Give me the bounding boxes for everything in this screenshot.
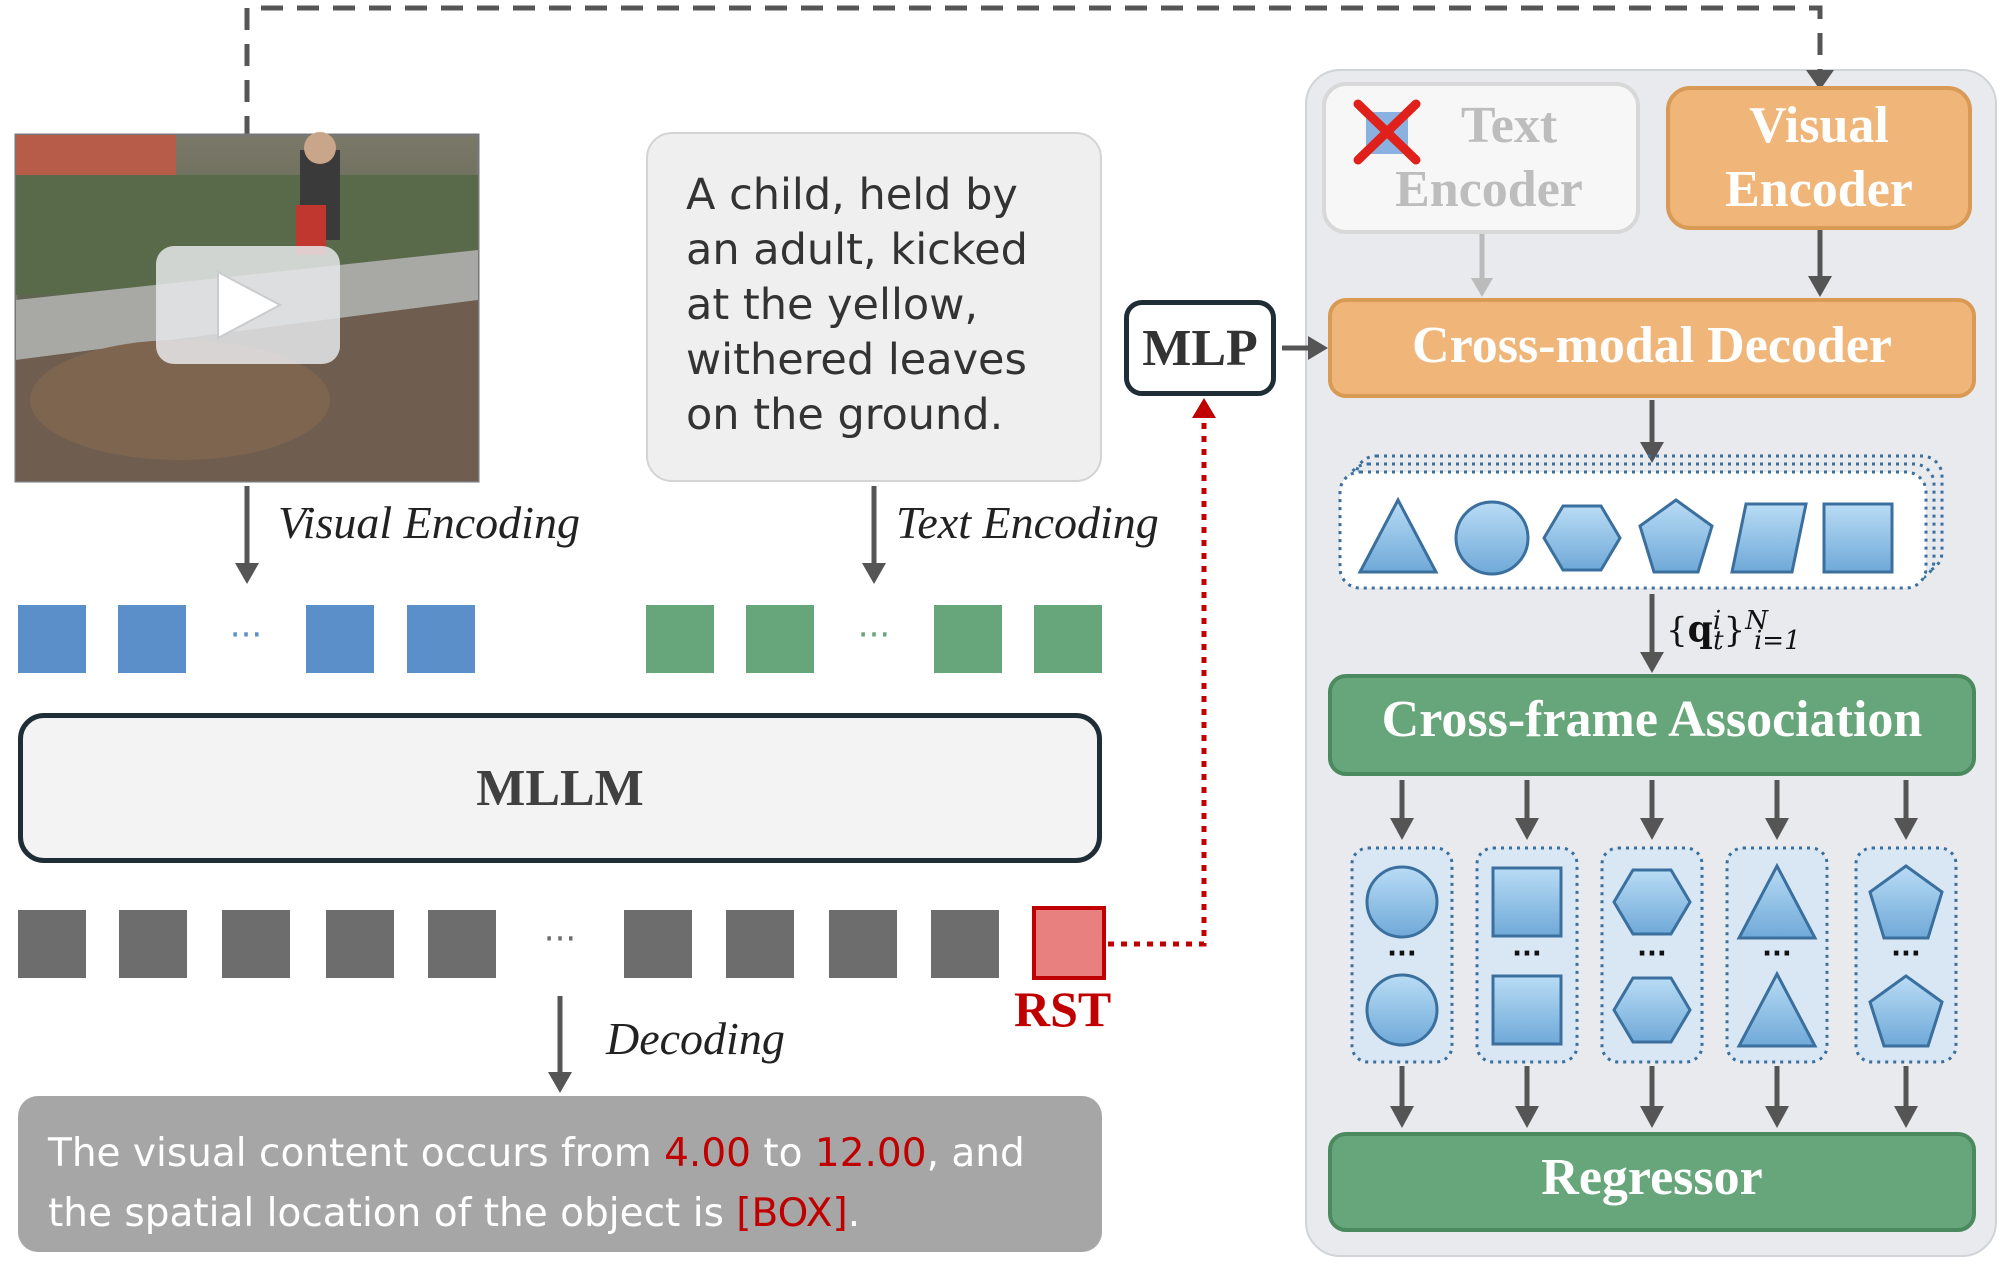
text-encoder-to-decoder-arrowhead <box>1471 278 1493 297</box>
cross-frame-association-block <box>1328 674 1976 776</box>
decoding-label: Decoding <box>606 1013 785 1064</box>
caption-line: at the yellow, <box>686 280 979 330</box>
regressor-label: Regressor <box>1541 1149 1763 1206</box>
visual-token <box>306 605 374 673</box>
output-token <box>326 910 394 978</box>
box-token: [BOX] <box>736 1191 848 1236</box>
circle-query-icon <box>1454 500 1530 576</box>
pentagon-query-icon <box>1638 498 1714 574</box>
start-time: 4.00 <box>664 1131 751 1176</box>
hexagon-query-icon <box>1542 504 1622 572</box>
visual-token <box>18 605 86 673</box>
text-token-ellipsis: ··· <box>858 615 890 655</box>
output-token <box>726 910 794 978</box>
track-column <box>1725 846 1829 1064</box>
visual-encoder-block <box>1666 86 1972 230</box>
object-queries <box>1338 454 1944 590</box>
mlp-block: MLP <box>1124 300 1276 396</box>
text-token <box>646 605 714 673</box>
track-columns: ··· ··· ··· ··· ··· <box>1350 846 1958 1064</box>
caption-line: A child, held by <box>686 170 1018 220</box>
rst-label: RST <box>1014 981 1112 1037</box>
video-to-visual-encoder-connector <box>244 5 1823 138</box>
output-token <box>428 910 496 978</box>
query-set-label: {qit}Ni=1 <box>1666 606 1801 657</box>
cross-modal-decoder-label: Cross-modal Decoder <box>1412 317 1892 374</box>
mllm-block: MLLM <box>18 713 1102 863</box>
output-token-ellipsis: ··· <box>544 919 576 959</box>
output-line-1: The visual content occurs from 4.00 to 1… <box>48 1131 1025 1176</box>
svg-text:···: ··· <box>1891 939 1921 969</box>
tracks-to-regressor-arrows <box>1390 1066 1918 1128</box>
association-to-tracks-arrows <box>1390 780 1918 840</box>
visual-encoder-to-decoder-arrowhead <box>1808 276 1832 297</box>
visual-encoding-label: Visual Encoding <box>278 497 580 548</box>
output-text-box: The visual content occurs from 4.00 to 1… <box>18 1096 1102 1252</box>
mllm-label: MLLM <box>476 759 644 817</box>
mlp-to-decoder-arrowhead <box>1308 336 1328 360</box>
visual-encoder-input-arrowhead <box>1806 70 1834 90</box>
decoding-arrowhead <box>548 1072 572 1093</box>
triangle-query-icon <box>1357 496 1439 574</box>
text-token <box>934 605 1002 673</box>
text-token <box>746 605 814 673</box>
output-tokens <box>18 906 1106 980</box>
queries-to-association-arrowhead <box>1640 652 1664 673</box>
text-token <box>1034 605 1102 673</box>
visual-tokens <box>18 605 475 673</box>
caption-line: withered leaves <box>686 335 1027 385</box>
visual-token <box>407 605 475 673</box>
disabled-x-icon <box>1353 99 1421 165</box>
regressor-block <box>1328 1132 1976 1232</box>
rst-to-mlp-connector <box>1108 412 1207 947</box>
output-token <box>119 910 187 978</box>
output-line-2: the spatial location of the object is [B… <box>48 1191 861 1236</box>
text-encoder-label: Text Encoder <box>1395 97 1583 218</box>
caption-line: on the ground. <box>686 390 1004 440</box>
input-caption: A child, held by an adult, kicked at the… <box>646 132 1102 482</box>
parallelogram-query-icon <box>1730 502 1808 574</box>
decoder-to-queries-arrowhead <box>1640 442 1664 463</box>
output-token <box>18 910 86 978</box>
text-encoding-arrowhead <box>862 563 886 584</box>
caption-line: an adult, kicked <box>686 225 1028 275</box>
cross-frame-association-label: Cross-frame Association <box>1381 691 1923 748</box>
visual-token <box>118 605 186 673</box>
svg-text:···: ··· <box>1637 939 1667 969</box>
mlp-label: MLP <box>1142 319 1258 377</box>
output-token <box>222 910 290 978</box>
visual-token-ellipsis: ··· <box>230 615 262 655</box>
cross-modal-decoder-block <box>1328 298 1976 398</box>
visual-encoder-label: Visual Encoder <box>1725 97 1913 218</box>
text-tokens <box>646 605 1102 673</box>
end-time: 12.00 <box>814 1131 927 1176</box>
svg-text:···: ··· <box>1512 939 1542 969</box>
rst-to-mlp-arrowhead <box>1192 398 1216 418</box>
square-query-icon <box>1822 502 1894 574</box>
output-token <box>624 910 692 978</box>
visual-encoding-arrowhead <box>235 563 259 584</box>
svg-text:···: ··· <box>1387 939 1417 969</box>
svg-text:···: ··· <box>1762 939 1792 969</box>
rst-token <box>1032 906 1106 980</box>
text-encoding-label: Text Encoding <box>896 497 1159 548</box>
output-token <box>829 910 897 978</box>
input-video-thumbnail <box>14 132 480 483</box>
output-token <box>931 910 999 978</box>
